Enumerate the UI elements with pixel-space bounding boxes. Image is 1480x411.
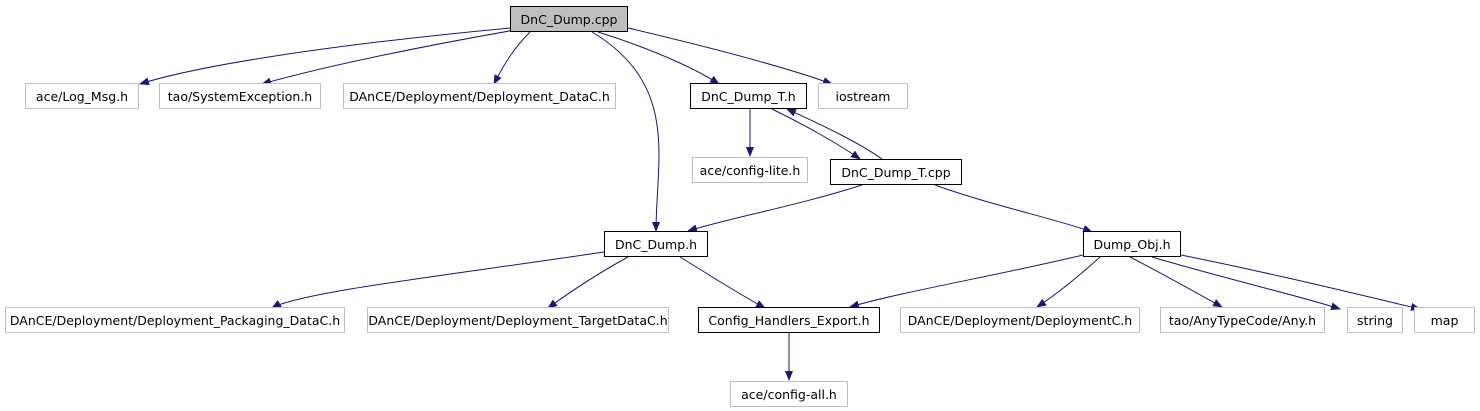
node-deployment-packaging-datac-h[interactable]: DAnCE/Deployment/Deployment_Packaging_Da…: [5, 307, 345, 333]
node-tao-anytypecode-any-h[interactable]: tao/AnyTypeCode/Any.h: [1160, 307, 1325, 333]
edge-root-to-dnc-dump-t-h: [597, 31, 720, 85]
edge-dump-obj-to-any: [1129, 256, 1223, 308]
node-deployment-targetdatac-h[interactable]: DAnCE/Deployment/Deployment_TargetDataC.…: [367, 307, 669, 333]
edge-root-to-system-exception: [261, 29, 516, 86]
edge-root-to-iostream: [627, 27, 833, 85]
edge-dnc-dump-t-cpp-to-dump-obj: [934, 184, 1093, 233]
node-dnc-dump-t-h[interactable]: DnC_Dump_T.h: [690, 83, 807, 109]
node-deployment-datac-h[interactable]: DAnCE/Deployment/Deployment_DataC.h: [343, 83, 616, 109]
node-dnc-dump-cpp[interactable]: DnC_Dump.cpp: [510, 6, 628, 32]
edge-dump-obj-to-string: [1151, 256, 1341, 311]
node-ace-log-msg-h[interactable]: ace/Log_Msg.h: [25, 83, 139, 109]
node-iostream[interactable]: iostream: [818, 83, 908, 109]
edge-root-to-deployment-datac: [493, 31, 531, 85]
edge-dnc-dump-h-to-config-handlers-export: [679, 256, 766, 309]
node-tao-systemexception-h[interactable]: tao/SystemException.h: [159, 83, 321, 109]
edge-root-to-dnc-dump-h: [591, 31, 661, 232]
node-dump-obj-h[interactable]: Dump_Obj.h: [1083, 231, 1181, 257]
edge-dnc-dump-h-to-target-datac: [547, 256, 629, 309]
node-string[interactable]: string: [1347, 307, 1403, 333]
node-ace-config-all-h[interactable]: ace/config-all.h: [730, 381, 848, 407]
edge-dnc-dump-h-to-packaging-datac: [271, 251, 605, 309]
edge-dump-obj-to-config-handlers-export: [849, 254, 1084, 309]
node-map[interactable]: map: [1414, 307, 1475, 333]
node-config-handlers-export-h[interactable]: Config_Handlers_Export.h: [698, 307, 880, 333]
edge-dnc-dump-t-cpp-to-dnc-dump-h: [687, 184, 863, 233]
edge-dnc-dump-t-cpp-to-dnc-dump-t-h: [786, 108, 883, 160]
node-dnc-dump-t-cpp[interactable]: DnC_Dump_T.cpp: [830, 159, 962, 185]
node-dnc-dump-h[interactable]: DnC_Dump.h: [604, 231, 708, 257]
edge-dump-obj-to-deploymentc: [1036, 256, 1101, 308]
edge-root-to-log-msg: [139, 27, 511, 86]
edge-dump-obj-to-map: [1180, 254, 1421, 311]
node-deploymentc-h[interactable]: DAnCE/Deployment/DeploymentC.h: [900, 307, 1140, 333]
edge-dnc-dump-t-h-to-dnc-dump-t-cpp: [771, 108, 861, 160]
node-ace-config-lite-h[interactable]: ace/config-lite.h: [692, 157, 808, 183]
